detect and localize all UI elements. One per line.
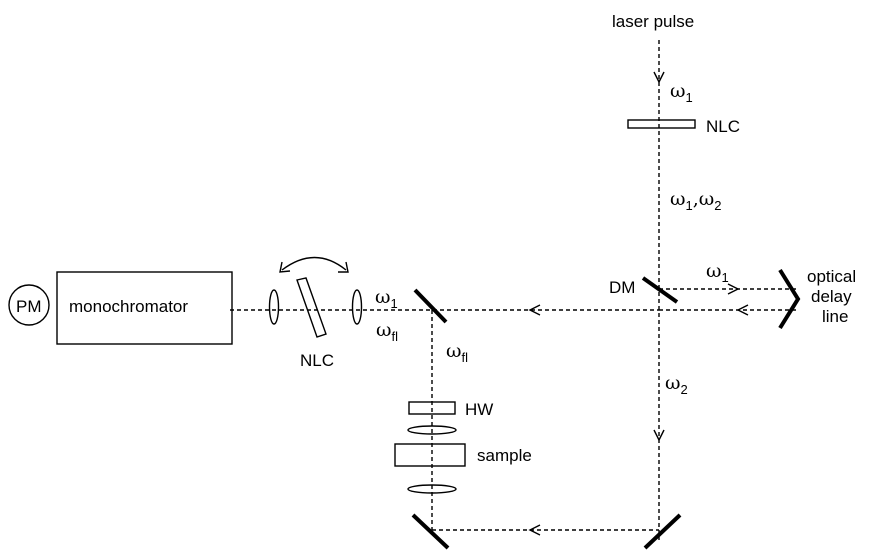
arrow-omega2-down	[653, 429, 665, 442]
arrow-horizontal-left	[528, 304, 541, 316]
beam-splitter-mirror	[413, 288, 448, 324]
dm-label: DM	[609, 278, 635, 297]
delay-line-label-1: optical	[807, 267, 856, 286]
nlc-crystal-tilted	[296, 277, 327, 338]
monochromator-box	[56, 271, 233, 345]
bottom-left-mirror	[411, 513, 450, 550]
lens-sample-bottom	[407, 484, 457, 494]
lens-left	[268, 289, 280, 325]
arrow-laser-down	[653, 71, 665, 84]
lens-sample-top	[407, 425, 457, 435]
hw-label: HW	[465, 400, 493, 419]
monochromator-label: monochromator	[69, 297, 188, 316]
pm-label: PM	[16, 297, 42, 316]
rotation-arrow-left	[279, 261, 291, 273]
sample-label: sample	[477, 446, 532, 465]
arrow-delay-right	[727, 283, 740, 295]
dichroic-mirror	[641, 276, 679, 304]
arrow-bottom-left	[528, 524, 541, 536]
omega-fl-sample-label: ωfl	[446, 340, 468, 365]
omega1-left-label: ω1	[375, 286, 398, 311]
delay-line-label-3: line	[822, 307, 848, 326]
lens-right	[351, 289, 363, 325]
pm-detector	[8, 284, 50, 326]
rotation-arc	[281, 256, 347, 271]
omega1-top-label: ω1	[670, 80, 693, 105]
rotation-arrow-right	[338, 261, 349, 273]
bottom-right-mirror	[643, 513, 682, 550]
omega2-label: ω2	[665, 372, 688, 397]
sample-box	[394, 443, 466, 467]
nlc-left-label: NLC	[300, 351, 334, 370]
nlc-top-label: NLC	[706, 117, 740, 136]
hw-plate	[408, 401, 456, 415]
omega1-delay-label: ω1	[706, 260, 729, 285]
arrow-delay-return	[736, 304, 749, 316]
delay-line-label-2: delay	[811, 287, 852, 306]
omega-fl-left-label: ωfl	[376, 319, 398, 344]
nlc-crystal-top	[627, 119, 696, 129]
laser-pulse-label: laser pulse	[612, 12, 694, 31]
omega1-omega2-label: ω1,ω2	[670, 188, 722, 213]
delay-line-retroreflector	[778, 268, 801, 330]
